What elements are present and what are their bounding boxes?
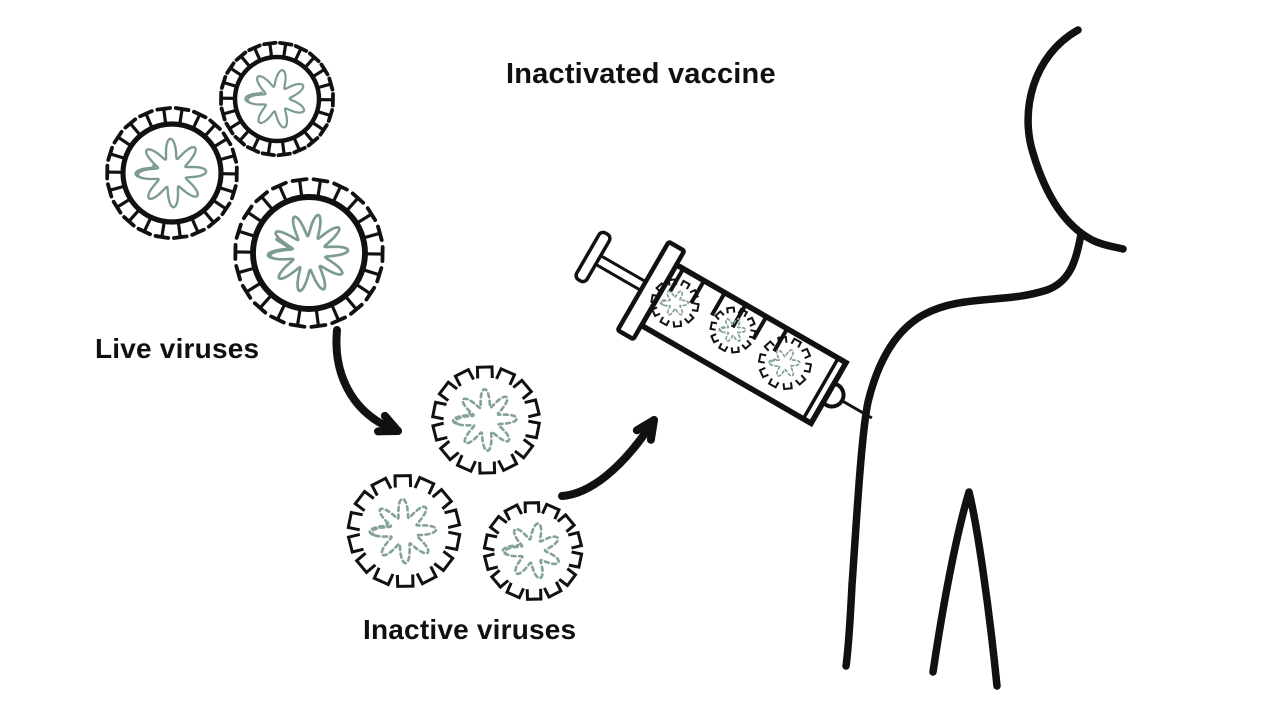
inner-arm-outline [929,488,1001,690]
curved-arrow [558,416,658,500]
syringe-virus [709,306,757,354]
syringe-virus [757,335,813,391]
neck-shoulder-arm-outline [842,230,1085,670]
inactive-virus [346,474,462,588]
inactive-virus [430,365,542,475]
live-virus [233,177,385,329]
inactive-virus [482,501,584,601]
curved-arrow [332,326,402,436]
live-virus [219,40,335,158]
live-viruses-group [105,40,385,329]
title-inactivated-vaccine: Inactivated vaccine [506,58,776,90]
syringe [574,230,873,428]
live-virus [105,106,239,240]
person-outline [842,26,1127,690]
syringe-viruses-group [650,278,813,391]
label-live-viruses: Live viruses [95,333,260,364]
label-inactive-viruses: Inactive viruses [363,614,577,645]
inactive-viruses-group [346,365,584,601]
head-outline [1024,26,1127,253]
syringe-virus [650,278,700,328]
